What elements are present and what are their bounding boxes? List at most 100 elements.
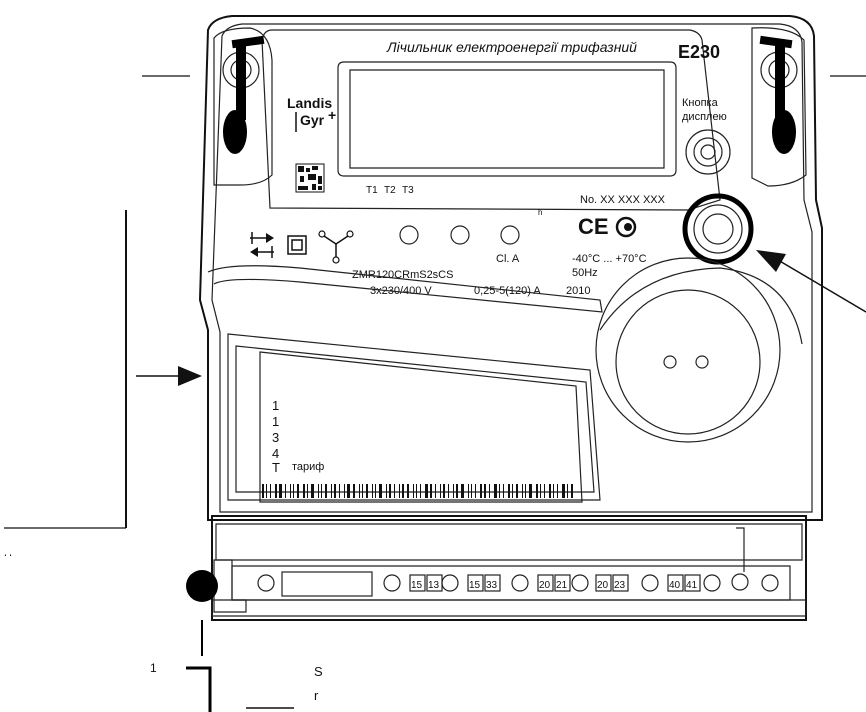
barcode-bar [297,484,299,498]
barcode-bar [347,484,350,498]
barcode-bar [402,484,404,498]
metrology-mark-center [624,223,632,231]
barcode-bar [399,484,400,498]
display-button-label-2: дисплею [682,111,727,123]
barcode-bar [389,484,391,498]
ce-mark: CE [578,214,609,239]
barcode-bar [562,484,565,498]
barcode-bar [468,484,469,498]
terminal-block-strip [231,565,791,601]
highlighted-button-outer[interactable] [693,204,743,254]
barcode-bar [448,484,449,498]
barcode-bar [331,484,332,498]
rotary-knob-inner [615,289,761,435]
voltage-rating: 3x230/400 V [370,285,432,297]
barcode-bar [494,484,497,498]
barcode-bar [303,484,305,498]
right-seal-tag [772,110,796,154]
barcode-bar [553,484,554,498]
terminal-number: 41 [686,580,698,591]
barcode-bar [318,484,319,498]
pulse-led-1 [399,225,419,245]
bottom-seal-dot [186,570,218,602]
barcode-bar [334,484,336,498]
terminal-number: 15 [411,580,423,591]
arrow-cover-head [178,366,202,386]
terminal-screws [257,574,779,592]
label-digit-1: 1 [272,398,279,413]
barcode-bar [529,484,532,498]
barcode-bar [379,484,382,498]
current-rating: 0,25-5(120) A [474,285,541,297]
barcode-bar [435,484,436,498]
brand-plus: + [328,107,336,123]
barcode-bar [567,484,568,498]
datamatrix-code [295,163,325,193]
tariff-word: тариф [292,461,324,473]
meter-housing-inner [211,23,813,513]
terminal-screw [641,574,659,592]
highlighted-button-ring [682,193,754,265]
terminal-labels: 15 13 15 33 20 21 20 23 40 41 [409,574,701,592]
terminal-number: 33 [486,580,498,591]
terminal-right-ring [731,573,749,591]
double-insulation-icon [287,235,307,255]
barcode-bar [525,484,526,498]
barcode-bar [359,484,360,498]
left-seal-ear [213,27,273,186]
display-button-outer[interactable] [685,129,731,175]
rotary-knob-shadow [599,267,803,345]
nameplate-label [259,351,583,503]
barcode-bar [440,484,441,498]
tariff-label-t1: T1 [366,185,378,196]
pulse-led-3 [500,225,520,245]
display-button-label-1: Кнопка [682,97,719,109]
label-digit-3: 3 [272,430,279,445]
right-seal-wire [775,40,785,120]
bottom-small-3: r [314,688,319,703]
display-button-inner[interactable] [693,137,723,167]
rotary-knob-hole-right [695,355,709,369]
barcode-bar [480,484,482,498]
serial-number: No. XX XXX XXX [580,194,666,206]
barcode-bar [344,484,345,498]
lcd-display [337,61,677,177]
barcode-bar [394,484,395,498]
brand-line-1: Landis [287,95,332,111]
caption-mask [0,556,100,566]
label-digit-5: T [272,460,280,475]
barcode-bar [307,484,308,498]
type-code: ZMR120CRmS2sCS [352,269,453,281]
barcode-bar [270,484,271,498]
barcode-bar [571,484,573,498]
barcode-bar [311,484,314,498]
terminal-number: 15 [469,580,481,591]
left-seal-wire [236,40,246,120]
energy-direction-icon [250,232,274,258]
terminal-screw [441,574,459,592]
barcode-bar [416,484,417,498]
left-seal-tag [223,110,247,154]
manufacture-year: 2010 [566,285,590,297]
terminal-screw [571,574,589,592]
barcode-bar [549,484,551,498]
highlighted-button-inner[interactable] [702,213,734,245]
barcode-bar [262,484,264,498]
barcode-bar [512,484,513,498]
barcode-bar [475,484,476,498]
terminal-number: 13 [428,580,440,591]
bottom-small-1: 1 [150,661,157,675]
face-ledge [207,265,603,313]
barcode-bar [540,484,541,498]
left-bottom-bracket [213,559,247,613]
barcode-bar [362,484,363,498]
barcode-bar [508,484,510,498]
meter-housing [198,15,823,521]
terminal-number: 40 [669,580,681,591]
barcode-bar [516,484,518,498]
meter-title: Лічильник електроенергії трифазний [386,39,637,55]
barcode-bar [430,484,432,498]
barcode-bar [266,484,267,498]
terminal-screw [761,574,779,592]
right-seal-ear [751,27,807,187]
